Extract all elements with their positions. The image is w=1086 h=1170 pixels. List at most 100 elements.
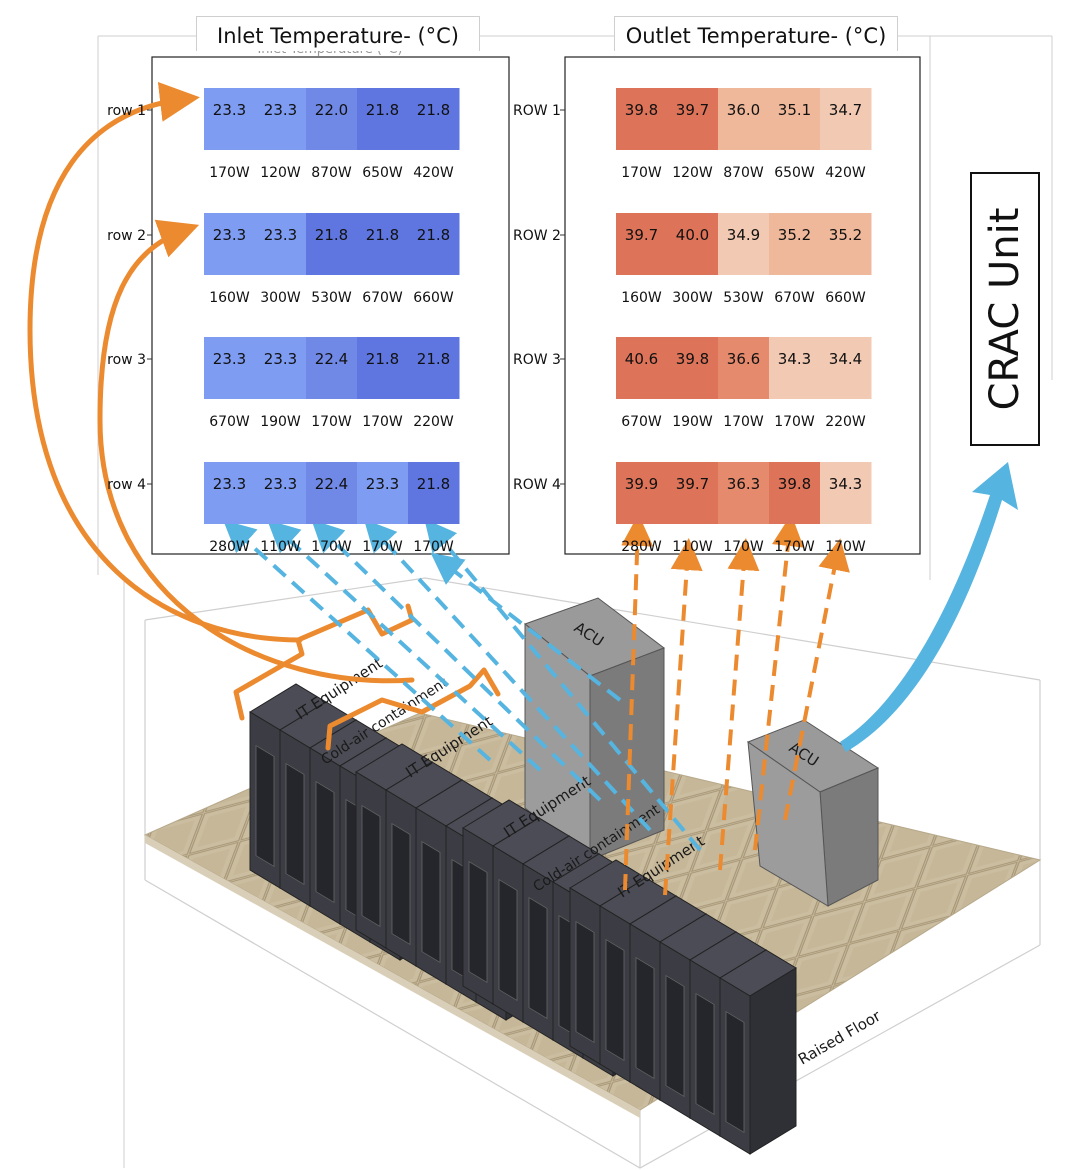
outlet-temp-value: 39.8 xyxy=(676,350,709,368)
outlet-cell xyxy=(718,213,770,275)
exhaust-air-arrow xyxy=(663,538,703,896)
exhaust-air-arrow xyxy=(621,514,654,891)
exhaust-air-arrows xyxy=(621,514,850,896)
outlet-temp-value: 35.2 xyxy=(829,226,862,244)
inlet-power-label: 300W xyxy=(260,290,301,306)
outlet-temp-value: 34.7 xyxy=(829,101,862,119)
rack-door xyxy=(575,920,595,1044)
outlet-power-label: 220W xyxy=(825,414,866,430)
inlet-temp-value: 23.3 xyxy=(264,226,297,244)
rack-door xyxy=(605,938,625,1062)
supply-air-arrow xyxy=(430,552,622,702)
inlet-power-label: 670W xyxy=(209,414,250,430)
inlet-temp-value: 22.4 xyxy=(315,350,348,368)
inlet-cell xyxy=(204,337,256,399)
outlet-cell xyxy=(718,462,770,524)
orange-feedback-arrows xyxy=(27,82,415,684)
inlet-cell xyxy=(204,462,256,524)
inlet-cell xyxy=(306,337,358,399)
outlet-cell xyxy=(820,462,872,524)
outlet-power-label: 120W xyxy=(672,165,713,181)
outlet-power-label: 170W xyxy=(774,539,815,555)
outlet-temp-value: 40.0 xyxy=(676,226,709,244)
rack-door xyxy=(361,804,381,928)
inlet-power-label: 170W xyxy=(413,539,454,555)
crac-unit-box: CRAC Unit xyxy=(970,172,1040,446)
outlet-temp-value: 36.3 xyxy=(727,475,760,493)
inlet-power-label: 280W xyxy=(209,539,250,555)
outlet-power-label: 170W xyxy=(723,414,764,430)
inlet-temp-value: 21.8 xyxy=(366,350,399,368)
inlet-cell xyxy=(255,337,307,399)
inlet-row-label: row 2 xyxy=(107,228,146,244)
rack-door xyxy=(255,744,275,868)
inlet-temp-value: 21.8 xyxy=(417,101,450,119)
inlet-cell xyxy=(408,88,460,150)
inlet-power-label: 870W xyxy=(311,165,352,181)
inlet-temp-value: 23.3 xyxy=(264,101,297,119)
inlet-cell xyxy=(306,462,358,524)
outlet-cell xyxy=(667,88,719,150)
inlet-cell xyxy=(357,213,409,275)
outlet-cell xyxy=(769,462,821,524)
inlet-power-label: 660W xyxy=(413,290,454,306)
inlet-row-label: row 1 xyxy=(107,103,146,119)
supply-air-arrow xyxy=(424,518,702,852)
outlet-temp-value: 34.9 xyxy=(727,226,760,244)
inlet-temp-value: 23.3 xyxy=(366,475,399,493)
outlet-cell xyxy=(820,88,872,150)
outlet-cell xyxy=(667,337,719,399)
inlet-temp-value: 23.3 xyxy=(213,226,246,244)
supply-air-arrow xyxy=(311,519,602,802)
inlet-power-label: 670W xyxy=(362,290,403,306)
inlet-cell xyxy=(204,213,256,275)
outlet-power-label: 170W xyxy=(825,539,866,555)
rack-door xyxy=(285,762,305,886)
inlet-cell xyxy=(255,88,307,150)
inlet-cell xyxy=(408,337,460,399)
outlet-power-label: 170W xyxy=(621,165,662,181)
rack-door xyxy=(421,840,441,964)
crac-return-arrow xyxy=(840,462,1018,752)
inlet-row-label: row 3 xyxy=(107,352,146,368)
outlet-power-label: 670W xyxy=(621,414,662,430)
supply-air-arrow xyxy=(267,519,542,772)
outlet-cell xyxy=(820,337,872,399)
inlet-cell xyxy=(408,462,460,524)
rack-door xyxy=(695,992,715,1116)
outlet-temp-value: 36.6 xyxy=(727,350,760,368)
outlet-power-label: 670W xyxy=(774,290,815,306)
outlet-temp-value: 39.7 xyxy=(676,101,709,119)
rack-door xyxy=(528,896,548,1020)
inlet-power-label: 530W xyxy=(311,290,352,306)
room-outline xyxy=(144,577,1041,1169)
inlet-temp-value: 21.8 xyxy=(417,475,450,493)
inlet-power-label: 110W xyxy=(260,539,301,555)
inlet-power-label: 170W xyxy=(209,165,250,181)
exhaust-air-arrow xyxy=(783,538,850,821)
outlet-power-label: 530W xyxy=(723,290,764,306)
rack-door xyxy=(635,956,655,1080)
acu-unit-2 xyxy=(746,719,880,907)
inlet-temp-value: 22.0 xyxy=(315,101,348,119)
outlet-power-label: 300W xyxy=(672,290,713,306)
inlet-power-label: 170W xyxy=(362,414,403,430)
outlet-cell xyxy=(616,88,668,150)
rack-door xyxy=(498,878,518,1002)
outlet-cell xyxy=(616,337,668,399)
inlet-cell xyxy=(408,213,460,275)
inlet-power-label: 220W xyxy=(413,414,454,430)
inlet-cell xyxy=(357,462,409,524)
outlet-power-label: 170W xyxy=(723,539,764,555)
inlet-temp-value: 23.3 xyxy=(213,475,246,493)
outlet-cell xyxy=(667,462,719,524)
outlet-power-label: 870W xyxy=(723,165,764,181)
inlet-temp-value: 22.4 xyxy=(315,475,348,493)
outlet-temp-value: 39.8 xyxy=(778,475,811,493)
outlet-power-label: 420W xyxy=(825,165,866,181)
inlet-power-label: 170W xyxy=(362,539,403,555)
outlet-cell xyxy=(769,88,821,150)
inlet-cell xyxy=(204,88,256,150)
exhaust-air-arrow xyxy=(718,538,760,871)
